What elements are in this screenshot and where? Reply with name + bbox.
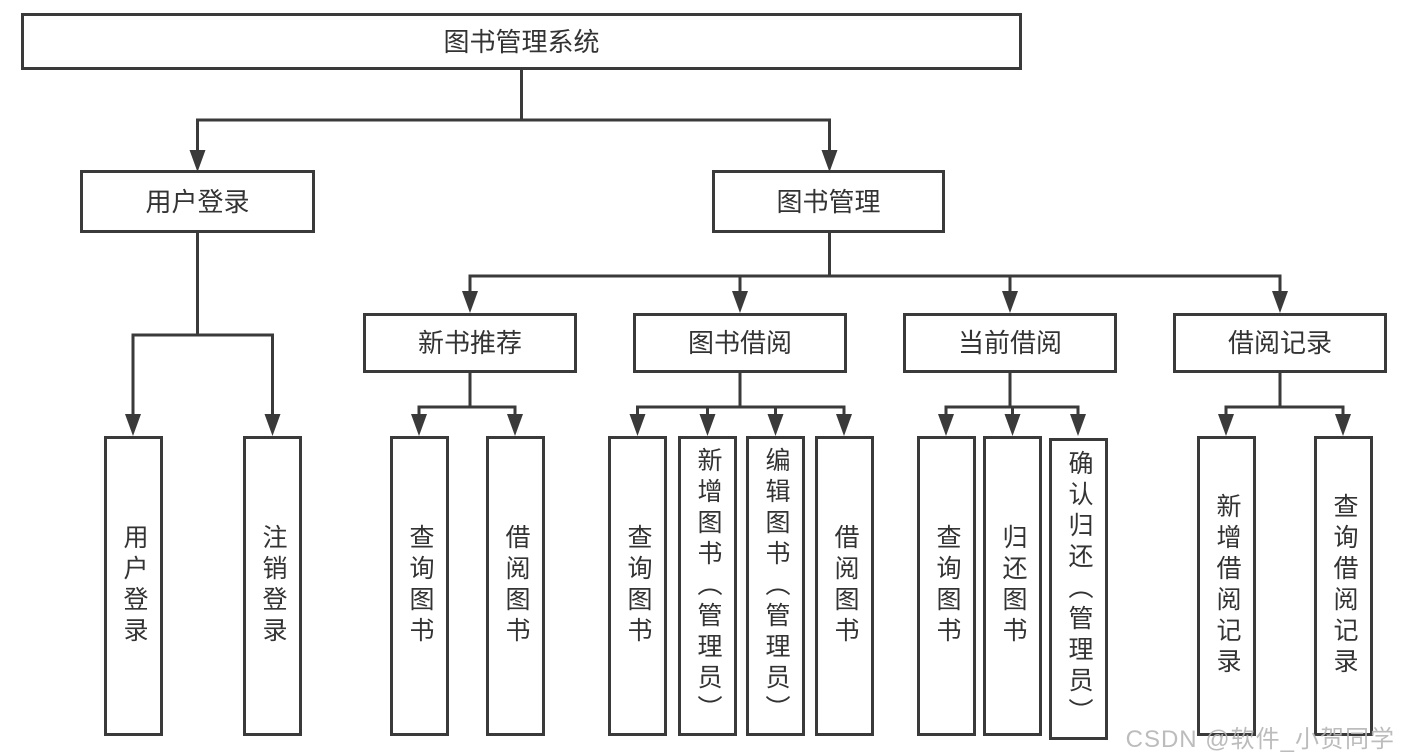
node-user-login: 用户登录	[80, 170, 315, 233]
leaf-borrow-books: 借阅图书	[815, 436, 874, 736]
leaf-recommend-query-books: 查询图书	[390, 436, 449, 736]
arrowheads	[125, 150, 1351, 436]
leaf-recommend-borrow-books: 借阅图书	[486, 436, 545, 736]
leaf-user-login: 用户登录	[104, 436, 163, 736]
leaf-query-borrow-record: 查询借阅记录	[1314, 436, 1373, 736]
node-book-borrow: 图书借阅	[633, 313, 847, 373]
leaf-confirm-return-admin: 确认归还（管理员）	[1049, 438, 1108, 740]
node-borrow-records: 借阅记录	[1173, 313, 1387, 373]
node-current-borrow: 当前借阅	[903, 313, 1117, 373]
leaf-return-books: 归还图书	[983, 436, 1042, 736]
leaf-current-query-books: 查询图书	[917, 436, 976, 736]
leaf-add-books-admin: 新增图书（管理员）	[678, 436, 737, 736]
leaf-borrow-query-books: 查询图书	[608, 436, 667, 736]
node-book-management: 图书管理	[712, 170, 945, 233]
node-new-book-recommend: 新书推荐	[363, 313, 577, 373]
leaf-add-borrow-record: 新增借阅记录	[1197, 436, 1256, 736]
csdn-watermark: CSDN @软件_小贺同学	[1125, 726, 1395, 753]
node-library-system: 图书管理系统	[21, 13, 1022, 70]
leaf-logout: 注销登录	[243, 436, 302, 736]
leaf-edit-books-admin: 编辑图书（管理员）	[746, 436, 805, 736]
